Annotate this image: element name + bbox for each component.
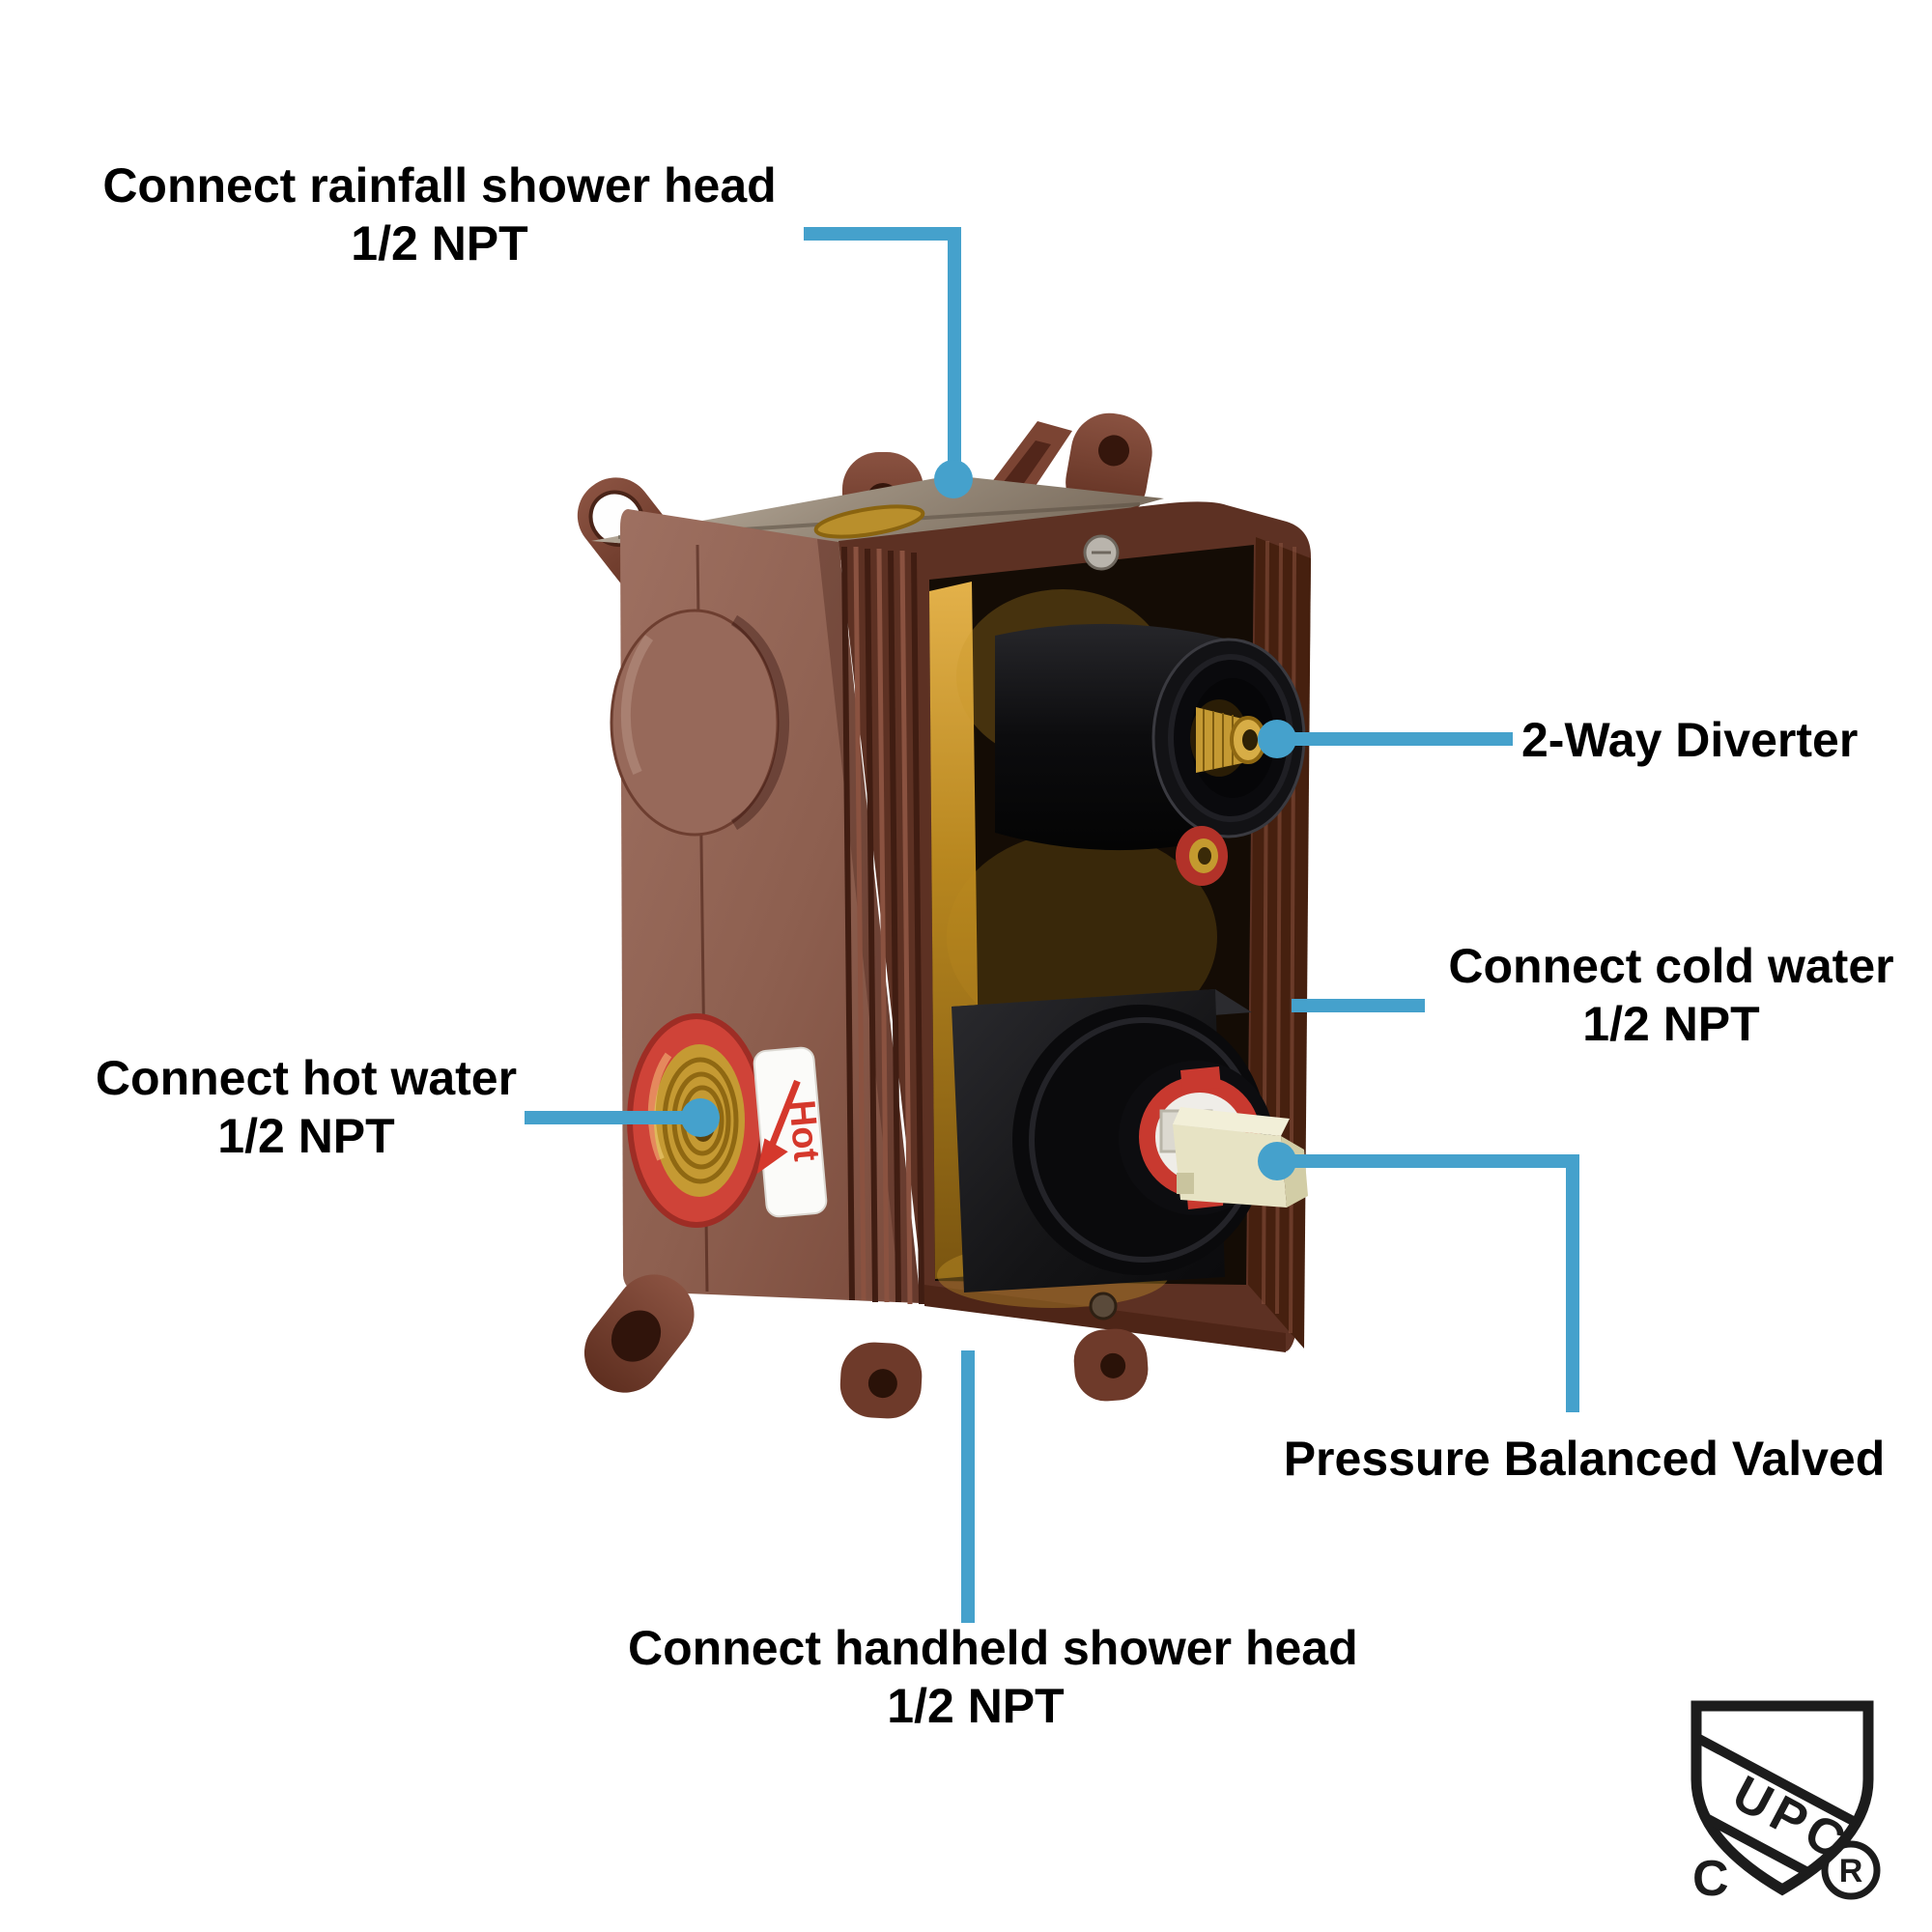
interior-cold-inlet (1176, 826, 1228, 886)
upc-certification-mark: UPC C R (1690, 1700, 1881, 1907)
pressure-callout-line (1258, 1142, 1579, 1412)
hot-label-line1: Connect hot water (95, 1051, 518, 1105)
diverter-callout-dot (1258, 720, 1296, 758)
handheld-label-line2: 1/2 NPT (887, 1679, 1065, 1733)
pressure-callout-dot (1258, 1142, 1296, 1180)
valve-box: Hot (577, 412, 1311, 1419)
top-mounting-strap-inner (1003, 440, 1051, 489)
interior-brass-glow-mid (947, 831, 1217, 1043)
svg-text:R: R (1839, 1853, 1863, 1889)
cold-label-line2: 1/2 NPT (1582, 997, 1760, 1051)
hot-water-label: Connect hot water 1/2 NPT (36, 1049, 577, 1165)
hot-callout-line (525, 1098, 720, 1137)
cold-water-label: Connect cold water 1/2 NPT (1420, 937, 1922, 1053)
ribbed-edge-left (841, 546, 924, 1305)
tab-hole (867, 1369, 897, 1399)
rainfall-label: Connect rainfall shower head 1/2 NPT (82, 156, 797, 272)
handheld-label: Connect handheld shower head 1/2 NPT (628, 1619, 1358, 1735)
knockout-cap-shadow (730, 614, 790, 831)
pressure-valve-label: Pressure Balanced Valved (1283, 1432, 1886, 1486)
callout-lines (525, 227, 1579, 1623)
hot-label-line2: 1/2 NPT (217, 1109, 395, 1163)
diverter-label: 2-Way Diverter (1521, 713, 1859, 767)
cold-label-line1: Connect cold water (1448, 939, 1894, 993)
diverter-stem-bore (1242, 729, 1258, 751)
tab-hole (1098, 435, 1130, 467)
hot-callout-dot (681, 1098, 720, 1137)
rainfall-label-line1: Connect rainfall shower head (102, 158, 777, 213)
diverter-callout-line (1258, 720, 1513, 758)
bottom-mounting-tab-left (583, 1274, 695, 1393)
handheld-label-line1: Connect handheld shower head (628, 1621, 1358, 1675)
diverter-cylinder (995, 623, 1306, 851)
bottom-screw (1089, 1292, 1118, 1321)
upc-c-mark: C (1692, 1851, 1729, 1907)
tab-hole (611, 1310, 662, 1362)
tab-hole (1100, 1352, 1126, 1378)
rainfall-callout-line (804, 227, 973, 498)
registered-trademark-icon: R (1821, 1840, 1881, 1900)
hot-sticker-text: Hot (781, 1098, 826, 1163)
top-shower-port (813, 504, 925, 539)
knockout-cap (610, 609, 780, 837)
bottom-mounting-tab-right (1073, 1328, 1149, 1402)
diverter-brass-stem (1196, 707, 1266, 773)
cartridge-tab-top (1180, 1066, 1221, 1092)
bottom-mounting-tab-middle (839, 1342, 923, 1419)
rainfall-label-line2: 1/2 NPT (351, 216, 528, 270)
hot-sticker: Hot (753, 1046, 828, 1218)
hot-arrow-icon (756, 1079, 801, 1175)
rainfall-callout-dot (934, 460, 973, 498)
knockout-cap-highlight (620, 635, 654, 776)
